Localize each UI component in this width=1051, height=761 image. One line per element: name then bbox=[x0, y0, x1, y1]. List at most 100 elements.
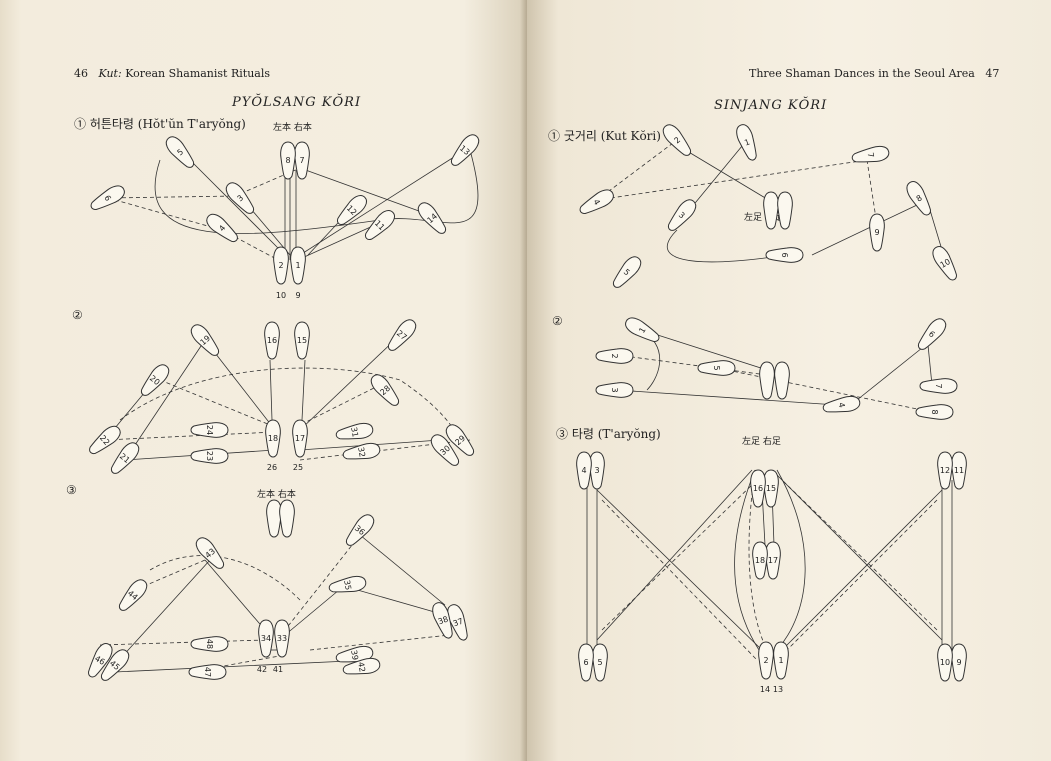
left-part1-label: ① 허튼타령 (Hŏt'ŭn T'aryŏng) bbox=[74, 117, 246, 131]
svg-text:5: 5 bbox=[597, 658, 602, 667]
svg-text:11: 11 bbox=[954, 466, 964, 475]
svg-text:3: 3 bbox=[594, 466, 599, 475]
footprint-36: 36 bbox=[345, 514, 375, 546]
svg-text:18: 18 bbox=[268, 434, 278, 443]
footprint-27: 27 bbox=[387, 319, 417, 351]
left-page-number: 46 bbox=[74, 67, 88, 80]
r-footprint-4: 4 bbox=[579, 189, 614, 214]
footprint-43: 43 bbox=[195, 537, 225, 569]
r3-footprint-9: 9 bbox=[951, 643, 967, 682]
footprint-48: 48 bbox=[190, 636, 229, 652]
svg-text:3: 3 bbox=[235, 193, 245, 203]
r2-footprint-5: 5 bbox=[697, 360, 736, 376]
footprint-22: 22 bbox=[89, 425, 121, 455]
svg-text:48: 48 bbox=[205, 639, 214, 649]
running-title-right: Three Shaman Dances in the Seoul Area bbox=[749, 67, 975, 80]
footprint-2: 2 bbox=[273, 246, 289, 285]
svg-text:15: 15 bbox=[297, 336, 307, 345]
svg-text:3: 3 bbox=[610, 387, 619, 392]
svg-text:38: 38 bbox=[437, 614, 450, 626]
footprint-46: 46 bbox=[88, 643, 113, 678]
svg-text:46: 46 bbox=[93, 654, 106, 667]
svg-text:42: 42 bbox=[356, 661, 367, 673]
right-kanji-1: 左足 右足 bbox=[744, 213, 783, 223]
svg-text:8: 8 bbox=[915, 193, 924, 203]
left-part2-label: ② bbox=[72, 308, 83, 322]
footprint-15: 15 bbox=[294, 321, 310, 360]
r3-footprint-12: 12 bbox=[937, 451, 953, 490]
r3-footprint-11: 11 bbox=[951, 451, 967, 490]
footprint-16: 16 bbox=[264, 321, 280, 360]
left-kanji-1: 左本 右本 bbox=[273, 123, 312, 133]
r3-step-number-14: 14 bbox=[760, 685, 770, 694]
footprint-44: 44 bbox=[118, 579, 148, 611]
svg-text:3: 3 bbox=[677, 210, 687, 220]
right-part2-label: ② bbox=[552, 314, 563, 328]
svg-text:10: 10 bbox=[940, 658, 950, 667]
svg-text:6: 6 bbox=[927, 329, 937, 339]
svg-text:15: 15 bbox=[766, 484, 776, 493]
svg-text:1: 1 bbox=[778, 656, 783, 665]
sinjang-kori-title: SINJANG KŎRI bbox=[714, 98, 828, 113]
footprint-18: 18 bbox=[265, 419, 281, 458]
r-footprint-2: 2 bbox=[662, 124, 692, 156]
right-page-number: 47 bbox=[985, 67, 1000, 80]
r3-footprint-6: 6 bbox=[578, 643, 594, 682]
svg-text:7: 7 bbox=[866, 152, 876, 159]
svg-text:4: 4 bbox=[581, 466, 586, 475]
footprint-42: 42 bbox=[342, 657, 381, 675]
footprint-11: 11 bbox=[365, 209, 396, 240]
svg-text:8: 8 bbox=[930, 409, 939, 414]
footprint-17: 17 bbox=[292, 419, 308, 458]
r-diagram1-paths bbox=[596, 139, 943, 263]
svg-text:2: 2 bbox=[763, 656, 768, 665]
r3-footprint-17: 17 bbox=[765, 541, 781, 580]
right-part1-label: ① 굿거리 (Kut Kŏri) bbox=[548, 129, 661, 143]
r-footprint-10: 10 bbox=[932, 246, 957, 281]
left-foot-marker bbox=[266, 499, 282, 538]
svg-text:24: 24 bbox=[205, 425, 214, 435]
footprint-21: 21 bbox=[110, 442, 140, 474]
footprint-24: 24 bbox=[190, 422, 229, 438]
footprint-19: 19 bbox=[190, 324, 220, 356]
r-footprint-9: 9 bbox=[869, 213, 885, 252]
svg-text:16: 16 bbox=[267, 336, 277, 345]
r2-foot-a bbox=[759, 361, 775, 400]
step-number-25: 25 bbox=[293, 463, 303, 472]
r2-footprint-8: 8 bbox=[915, 404, 954, 420]
footprint-4: 4 bbox=[206, 213, 238, 243]
footprint-38: 38 bbox=[432, 602, 453, 639]
right-page: Three Shaman Dances in the Seoul Area 47… bbox=[527, 0, 1051, 761]
footprint-3: 3 bbox=[225, 182, 255, 214]
right-running-header: Three Shaman Dances in the Seoul Area 47 bbox=[749, 67, 999, 80]
footprint-7: 7 bbox=[294, 141, 310, 180]
right-part3-label: ③ 타령 (T'aryŏng) bbox=[556, 427, 661, 441]
footprint-28: 28 bbox=[370, 374, 400, 406]
footprint-32: 32 bbox=[342, 442, 381, 460]
svg-text:2: 2 bbox=[672, 135, 682, 145]
svg-text:16: 16 bbox=[753, 484, 763, 493]
footprint-30: 30 bbox=[430, 434, 460, 466]
svg-text:6: 6 bbox=[102, 194, 112, 203]
r2-foot-b bbox=[774, 361, 790, 400]
svg-text:4: 4 bbox=[217, 223, 227, 233]
r-footprint-1: 1 bbox=[736, 124, 757, 161]
svg-text:17: 17 bbox=[768, 556, 778, 565]
footprint-34: 34 bbox=[258, 619, 274, 658]
step-number-10: 10 bbox=[276, 291, 286, 300]
footprint-20: 20 bbox=[140, 364, 170, 396]
pyolsang-kori-title: PYŎLSANG KŎRI bbox=[232, 95, 362, 110]
r2-footprint-7: 7 bbox=[919, 378, 958, 394]
svg-text:10: 10 bbox=[939, 257, 952, 270]
step-number-9: 9 bbox=[295, 291, 300, 300]
svg-text:35: 35 bbox=[342, 579, 353, 591]
r-foot-right bbox=[777, 191, 793, 230]
svg-text:31: 31 bbox=[349, 426, 360, 438]
svg-text:7: 7 bbox=[299, 156, 304, 165]
sinjang-diagrams bbox=[586, 139, 953, 661]
svg-text:2: 2 bbox=[610, 353, 619, 358]
svg-text:1: 1 bbox=[295, 261, 300, 270]
r-foot-left bbox=[763, 191, 779, 230]
